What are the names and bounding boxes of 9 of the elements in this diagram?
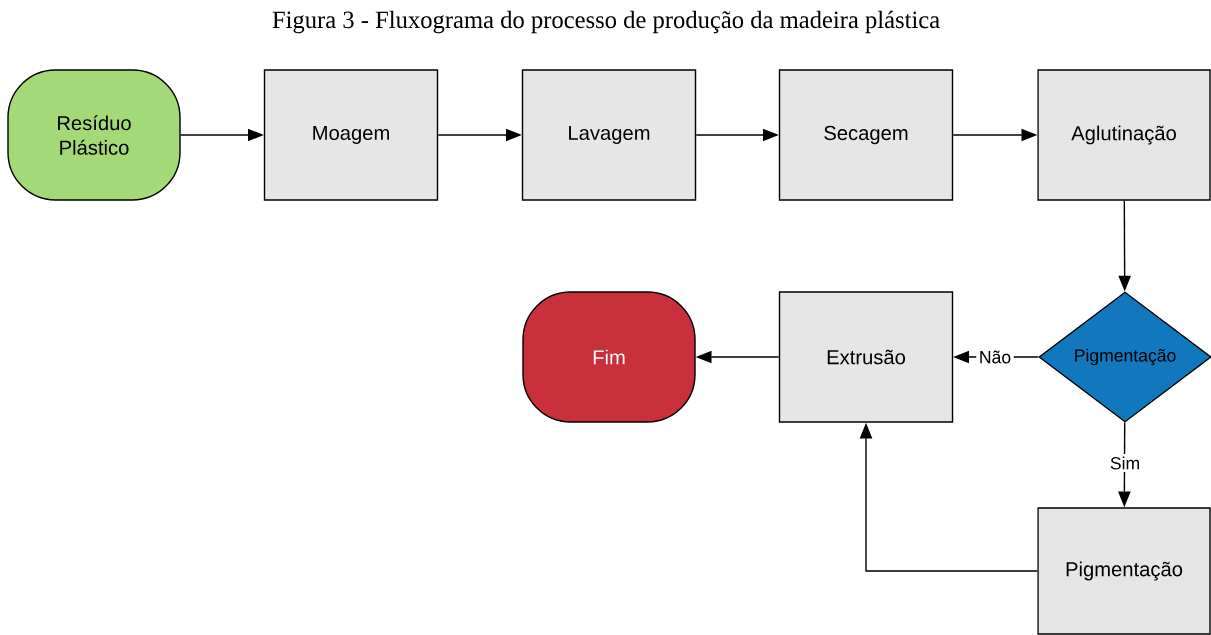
process-box: Pigmentação	[1037, 507, 1211, 635]
edge-label: Não	[976, 348, 1014, 367]
process-box: Moagem	[263, 69, 439, 201]
process-box: Extrusão	[778, 291, 954, 423]
figure-title: Figura 3 - Fluxograma do processo de produção da madeira plástica	[272, 10, 940, 34]
process-box: Secagem	[778, 69, 954, 201]
edge-label: Sim	[1107, 453, 1143, 473]
process-box: Lavagem	[521, 69, 697, 201]
process-box: Aglutinação	[1037, 69, 1211, 201]
